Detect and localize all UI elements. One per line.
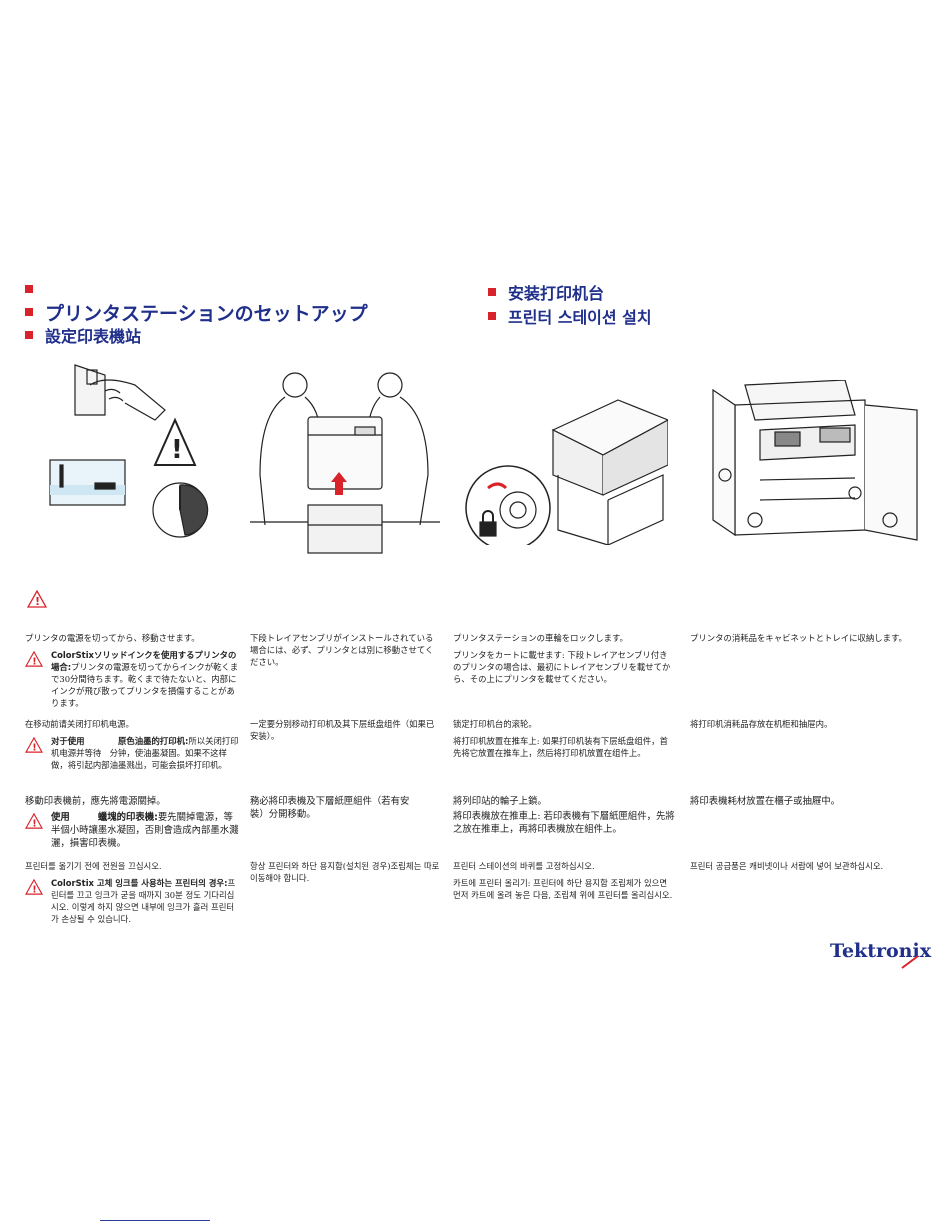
logo-swoosh-icon: [901, 955, 919, 969]
zh-s-warning: ! 对于使用 原色油墨的打印机:所以关闭打印机电源并等待 分钟，使油墨凝固。如果…: [25, 735, 240, 771]
caution-icon: !: [25, 879, 43, 895]
heading-group-left: プリンタステーションのセットアップ 設定印表機站: [25, 278, 368, 346]
zh-t-warning-text: 要先關掉電源，等半個小時讓墨水凝固，否則會造成內部墨水濺灑，損害印表機。: [51, 812, 239, 849]
zh-t-step-3a: 將列印站的輪子上鎖。: [453, 796, 547, 807]
heading-text: プリンタステーションのセットアップ: [45, 302, 368, 325]
svg-text:!: !: [35, 595, 40, 608]
ja-warning-text: プリンタの電源を切ってからインクが乾くまで30分間待ちます。乾くまで待たないと、…: [51, 662, 239, 708]
caution-icon: !: [25, 737, 43, 753]
ja-step-1: プリンタの電源を切ってから、移動させます。: [25, 633, 200, 643]
ko-step-4: 프린터 공급품은 캐비넷이나 서랍에 넣어 보관하십시오.: [690, 861, 884, 871]
ko-warning-title: ColorStix 고체 잉크를 사용하는 프린터의 경우:: [51, 878, 228, 888]
zh-s-step-3a: 锁定打印机台的滚轮。: [453, 719, 537, 729]
ko-step-3b: 카트에 프린터 올리기: 프린터에 하단 용지함 조립체가 있으면 먼저 카트에…: [453, 878, 673, 900]
bullet-icon: [25, 308, 33, 316]
lock-cart-wheels-icon: [465, 399, 668, 545]
ko-step-1: 프린터를 옮기기 전에 전원을 끄십시오.: [25, 861, 162, 871]
power-off-wait-icon: !: [49, 364, 209, 538]
bullet-icon: [25, 331, 33, 339]
two-people-lifting-printer-icon: [250, 372, 440, 554]
heading-blank: [25, 278, 368, 300]
zh-s-warning-text: 所以关闭打印机电源并等待 分钟，使油墨凝固。如果不这样做，将引起内部油墨溅出，可…: [51, 736, 239, 770]
ko-step-2: 항상 프린터와 하단 용지함(설치된 경우)조립체는 따로 이동해야 합니다.: [250, 861, 440, 883]
ja-step-3a: プリンタステーションの車輪をロックします。: [453, 633, 628, 643]
bullet-icon: [488, 312, 496, 320]
zh-t-warning-title: 使用 蠟塊的印表機:: [51, 812, 158, 823]
zh-s-column-1: 在移动前请关闭打印机电源。 ! 对于使用 原色油墨的打印机:所以关闭打印机电源并…: [25, 718, 240, 771]
zh-s-step-4: 将打印机消耗品存放在机柜和抽屉内。: [690, 719, 833, 729]
heading-text: 安装打印机台: [508, 284, 605, 303]
ja-column-1: プリンタの電源を切ってから、移動させます。 ! ColorStixソリッドインク…: [25, 632, 240, 709]
caution-icon: !: [25, 813, 43, 829]
ja-step-4: プリンタの消耗品をキャビネットとトレイに収納します。: [690, 633, 907, 643]
ja-step-2: 下段トレイアセンブリがインストールされている場合には、必ず、プリンタとは別に移動…: [250, 633, 434, 667]
heading-korean: 프린터 스테이션 설치: [488, 304, 652, 328]
heading-japanese: プリンタステーションのセットアップ: [25, 300, 368, 325]
footer-rule: [100, 1220, 210, 1221]
ko-column-3: 프린터 스테이션의 바퀴를 고정하십시오. 카트에 프린터 올리기: 프린터에 …: [453, 860, 675, 901]
heading-traditional-chinese: 設定印表機站: [25, 324, 368, 346]
svg-text:!: !: [32, 656, 36, 667]
zh-t-step-1: 移動印表機前，應先將電源關掉。: [25, 796, 166, 807]
zh-t-column-3: 將列印站的輪子上鎖。 將印表機放在推車上: 若印表機有下層紙匣組件，先將之放在推…: [453, 795, 675, 836]
caution-icon: !: [25, 651, 43, 667]
zh-t-warning: ! 使用 蠟塊的印表機:要先關掉電源，等半個小時讓墨水凝固，否則會造成內部墨水濺…: [25, 811, 240, 850]
cabinet-storage-icon: [712, 380, 918, 541]
ja-column-3: プリンタステーションの車輪をロックします。 プリンタをカートに載せます: 下段ト…: [453, 632, 675, 685]
ja-warning: ! ColorStixソリッドインクを使用するプリンタの場合:プリンタの電源を切…: [25, 649, 240, 709]
zh-s-warning-title: 对于使用 原色油墨的打印机:: [51, 736, 189, 746]
zh-t-step-3b: 將印表機放在推車上: 若印表機有下層紙匣組件，先將之放在推車上，再將印表機放在組…: [453, 811, 675, 835]
tektronix-logo: Tektronix: [830, 940, 932, 962]
heading-text: 設定印表機站: [45, 327, 142, 346]
ko-step-3a: 프린터 스테이션의 바퀴를 고정하십시오.: [453, 861, 595, 871]
heading-simplified-chinese: 安装打印机台: [488, 280, 652, 304]
heading-text: 프린터 스테이션 설치: [508, 308, 652, 327]
zh-t-column-1: 移動印表機前，應先將電源關掉。 ! 使用 蠟塊的印表機:要先關掉電源，等半個小時…: [25, 795, 240, 850]
ko-warning-text: 프린터를 끄고 잉크가 굳을 때까지 30분 정도 기다리십시오. 이렇게 하지…: [51, 878, 236, 924]
ja-step-3b: プリンタをカートに載せます: 下段トレイアセンブリ付きのプリンタの場合は、最初に…: [453, 650, 671, 684]
heading-group-right: 安装打印机台 프린터 스테이션 설치: [488, 280, 652, 328]
zh-t-step-4: 將印表機耗材放置在櫃子或抽屜中。: [690, 796, 841, 807]
svg-text:!: !: [171, 435, 183, 465]
bullet-icon: [488, 288, 496, 296]
svg-text:!: !: [32, 818, 36, 829]
zh-t-step-2: 務必將印表機及下層紙匣組件（若有安裝）分開移動。: [250, 796, 410, 820]
bullet-icon: [25, 285, 33, 293]
zh-s-step-3b: 将打印机放置在推车上: 如果打印机装有下层纸盘组件，首先将它放置在推车上，然后将…: [453, 736, 668, 758]
caution-icon: !: [27, 590, 47, 608]
svg-text:!: !: [32, 742, 36, 753]
ja-warning-title: ColorStixソリッドインクを使用するプリンタの場合:: [51, 650, 237, 672]
ko-warning: ! ColorStix 고체 잉크를 사용하는 프린터의 경우:프린터를 끄고 …: [25, 877, 240, 925]
zh-s-column-3: 锁定打印机台的滚轮。 将打印机放置在推车上: 如果打印机装有下层纸盘组件，首先将…: [453, 718, 675, 759]
zh-s-step-1: 在移动前请关闭打印机电源。: [25, 719, 134, 729]
svg-text:!: !: [32, 884, 36, 895]
zh-s-step-2: 一定要分别移动打印机及其下层纸盘组件（如果已安装）。: [250, 719, 435, 741]
ko-column-1: 프린터를 옮기기 전에 전원을 끄십시오. ! ColorStix 고체 잉크를…: [25, 860, 240, 925]
